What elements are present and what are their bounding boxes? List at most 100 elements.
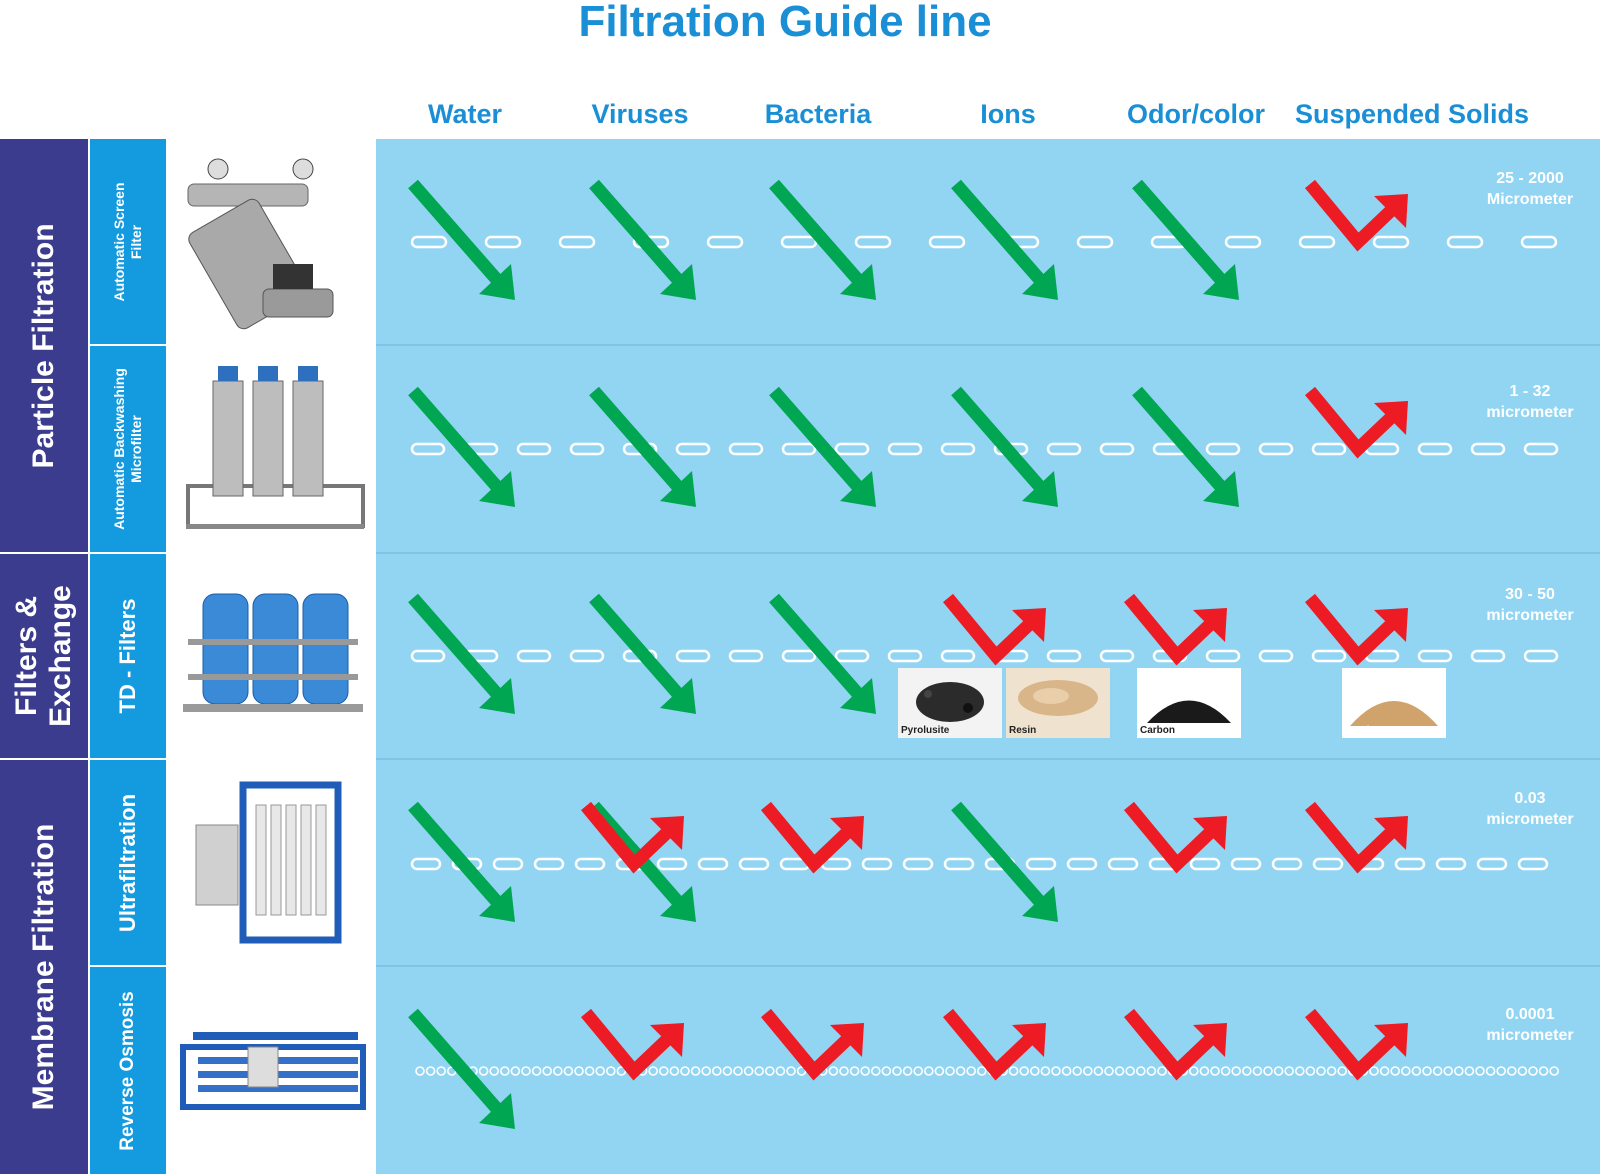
green-down-arrow-icon [408,1008,510,1123]
membrane-pore [478,1066,489,1076]
column-header-bacteria: Bacteria [764,99,872,129]
red-rebound-arrow-icon [830,1023,864,1057]
red-rebound-arrow-icon [1304,1008,1404,1081]
red-rebound-arrow-icon [1374,401,1408,435]
membrane-segment [410,649,446,663]
membrane-segment [1205,649,1241,663]
row-label-reverse-osmosis: Reverse Osmosis [90,967,166,1174]
column-header-ions: Ions [980,99,1036,129]
green-down-arrow-icon [951,179,1053,294]
red-rebound-arrow-icon [830,816,864,850]
column-header-suspended-solids: Suspended Solids [1295,99,1530,129]
membrane-segment [1372,235,1410,249]
red-rebound-arrow-icon [760,1008,860,1081]
membrane-segment [558,235,596,249]
green-down-arrow-icon [660,471,696,507]
green-down-arrow-icon [589,386,691,501]
red-rebound-arrow-icon [1123,1008,1223,1081]
media-resin: Resin [1006,668,1110,738]
green-down-arrow-icon [1203,471,1239,507]
membrane-segment [1311,649,1347,663]
membrane-pore [1443,1066,1453,1076]
membrane-pore [1040,1066,1051,1076]
membrane-pore [849,1066,860,1076]
green-down-arrow-icon [479,678,515,714]
membrane-segment [1520,235,1558,249]
membrane-segment [728,649,764,663]
membrane-pore [743,1066,754,1076]
membrane-pore [1528,1066,1538,1076]
membrane-pore [839,1066,849,1076]
membrane-pore [828,1066,839,1076]
red-rebound-arrow-icon [942,1008,1042,1081]
group-filters-exchange: Filters &Exchange [0,554,88,758]
membrane-pore [595,1066,606,1076]
green-down-arrow-icon [840,471,876,507]
membrane-pore [775,1066,786,1076]
row-divider [376,344,1600,346]
membrane-segment [1523,442,1559,456]
media-pyrolusite: Pyrolusite [898,668,1002,738]
membrane-segment [1517,857,1549,871]
membrane-pore [892,1066,902,1076]
red-rebound-arrow-icon [650,1023,684,1057]
green-down-arrow-icon [408,593,510,708]
media-carbon: Carbon [1137,668,1241,738]
membrane-pore [1072,1066,1082,1076]
membrane-pore [425,1066,436,1076]
membrane-pore [1199,1066,1210,1076]
membrane-segment [1046,442,1082,456]
column-header-water: Water [427,99,502,129]
membrane-pore [1019,1066,1029,1076]
membrane-pore [584,1066,595,1076]
membrane-pore [786,1066,796,1076]
membrane-pore [1008,1066,1019,1076]
row-divider [376,758,1600,760]
membrane-pore [605,1066,616,1076]
membrane-pore [1538,1066,1549,1076]
membrane-pore [881,1066,892,1076]
membrane-segment [1258,442,1294,456]
red-rebound-arrow-icon [760,801,860,874]
membrane-segment [834,442,870,456]
red-rebound-arrow-icon [580,801,680,874]
membrane-pore [510,1066,521,1076]
membrane-pore [966,1066,977,1076]
membrane-pore [733,1066,743,1076]
membrane-pore [1464,1066,1475,1076]
membrane-segment [410,857,442,871]
membrane-segment [533,857,565,871]
green-down-arrow-icon [769,593,871,708]
green-down-arrow-icon [1203,264,1239,300]
membrane-segment [928,235,966,249]
membrane-segment [706,235,744,249]
membrane-pore [1379,1066,1390,1076]
membrane-pore [1136,1066,1146,1076]
membrane-pore [923,1066,934,1076]
membrane-segment [887,649,923,663]
membrane-pore [764,1066,775,1076]
membrane-pore [1125,1066,1135,1076]
membrane-segment [1417,649,1453,663]
membrane-pore [1114,1066,1125,1076]
group-particle-filtration: Particle Filtration [0,139,88,552]
membrane-pore [1454,1066,1464,1076]
green-down-arrow-icon [1022,264,1058,300]
membrane-pore [870,1066,881,1076]
row-divider [376,965,1600,967]
membrane-pore [1432,1066,1443,1076]
screen-filter-image [168,139,374,344]
membrane-segment [1470,649,1506,663]
green-down-arrow-icon [408,801,510,916]
membrane-segment [516,649,552,663]
red-rebound-arrow-icon [1374,194,1408,228]
red-rebound-arrow-icon [1123,593,1223,666]
red-rebound-arrow-icon [650,816,684,850]
red-rebound-arrow-icon [1193,816,1227,850]
red-rebound-arrow-icon [1374,1023,1408,1057]
membrane-pore [701,1066,712,1076]
